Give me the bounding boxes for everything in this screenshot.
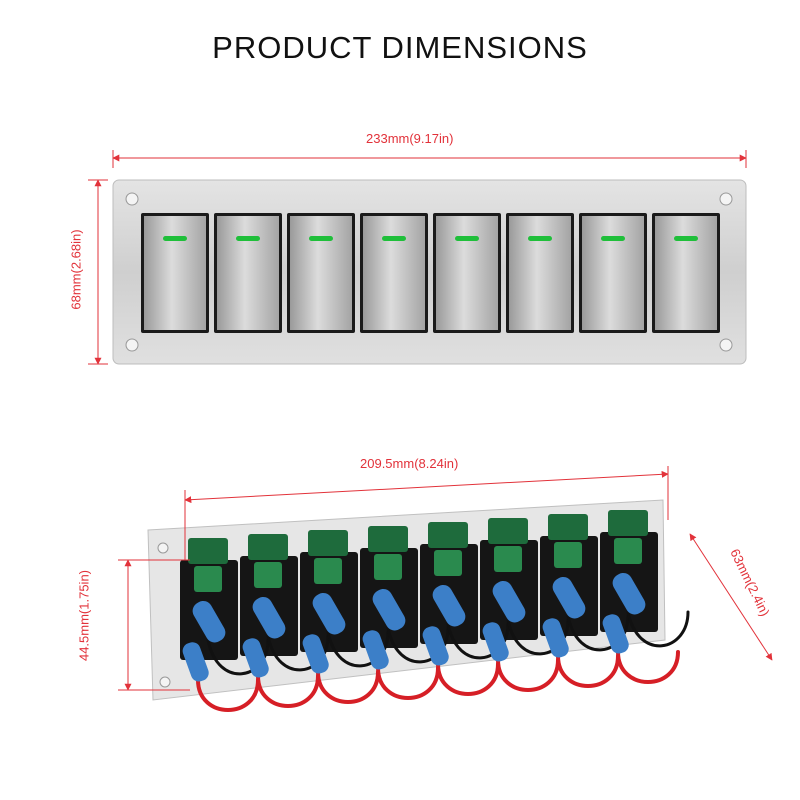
fuse-icon [254,562,282,588]
wire-terminal-icon [302,634,329,674]
wire-terminal-icon [612,572,646,615]
rocker-switch [579,213,647,333]
rocker-switch [287,213,355,333]
mount-hole-icon [159,676,171,688]
fuse-icon [554,542,582,568]
rocker-switch [141,213,209,333]
wire-terminal-icon [252,596,286,639]
indicator-light-icon [601,236,625,241]
fuse-holder-icon [428,522,468,548]
indicator-light-icon [309,236,333,241]
fuse-icon [314,558,342,584]
mount-hole-icon [125,338,139,352]
wire-terminal-icon [192,600,226,643]
fuse-holder-icon [608,510,648,536]
fuse-icon [374,554,402,580]
fuse-holder-icon [188,538,228,564]
front-width-label: 233mm(9.17in) [366,131,454,146]
wire-terminal-icon [372,588,406,631]
wire-terminal-icon [312,592,346,635]
indicator-light-icon [674,236,698,241]
indicator-light-icon [455,236,479,241]
indicator-light-icon [528,236,552,241]
wire-terminal-icon [422,626,449,666]
page-title: PRODUCT DIMENSIONS [212,30,588,65]
mount-hole-icon [157,542,169,554]
wire-terminal-icon [432,584,466,627]
wire-terminal-icon [492,580,526,623]
wire-terminal-icon [182,642,209,682]
fuse-holder-icon [488,518,528,544]
back-panel [147,499,690,712]
wire-terminal-icon [542,618,569,658]
fuse-icon [194,566,222,592]
mount-hole-icon [719,192,733,206]
wire-terminal-icon [362,630,389,670]
rocker-switch [214,213,282,333]
rocker-switch [433,213,501,333]
indicator-light-icon [163,236,187,241]
mount-hole-icon [719,338,733,352]
fuse-icon [614,538,642,564]
wire-terminal-icon [552,576,586,619]
fuse-holder-icon [368,526,408,552]
indicator-light-icon [382,236,406,241]
back-width-label: 209.5mm(8.24in) [360,456,459,471]
fuse-holder-icon [548,514,588,540]
wire-terminal-icon [602,614,629,654]
wire-terminal-icon [242,638,269,678]
fuse-holder-icon [248,534,288,560]
fuse-icon [434,550,462,576]
fuse-icon [494,546,522,572]
rocker-switch [360,213,428,333]
fuse-holder-icon [308,530,348,556]
mount-hole-icon [125,192,139,206]
wire-terminal-icon [482,622,509,662]
rocker-switch [506,213,574,333]
indicator-light-icon [236,236,260,241]
front-panel [112,179,747,365]
rocker-switch [652,213,720,333]
